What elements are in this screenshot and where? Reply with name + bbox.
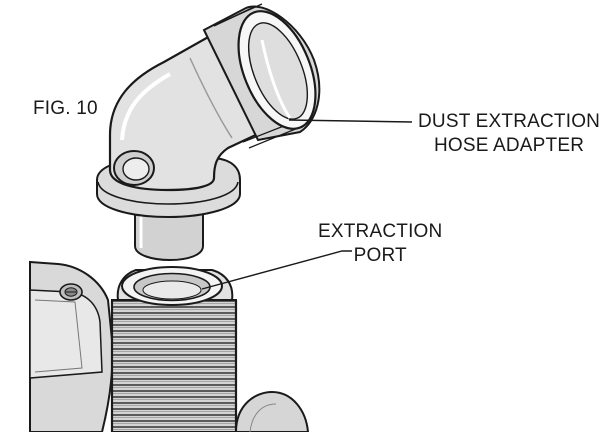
hose-adapter-callout-line2: HOSE ADAPTER [433, 135, 585, 156]
extraction-port-callout-line2: PORT [353, 245, 407, 266]
hose-adapter-callout-line1: DUST EXTRACTION [418, 111, 601, 132]
extraction-port [110, 266, 238, 432]
screw-icon [59, 283, 83, 301]
hose-adapter-leader [288, 119, 413, 123]
tool-body [29, 260, 114, 432]
figure-label: FIG. 10 [33, 98, 98, 119]
hose-adapter-callout: DUST EXTRACTION HOSE ADAPTER [418, 110, 600, 158]
extraction-port-callout-line1: EXTRACTION [318, 221, 443, 242]
extraction-port-leader [201, 250, 352, 290]
extraction-port-callout: EXTRACTION PORT [318, 220, 442, 268]
hose-adapter [96, 3, 321, 262]
round-cover [234, 390, 310, 432]
leader-lines [201, 119, 413, 290]
